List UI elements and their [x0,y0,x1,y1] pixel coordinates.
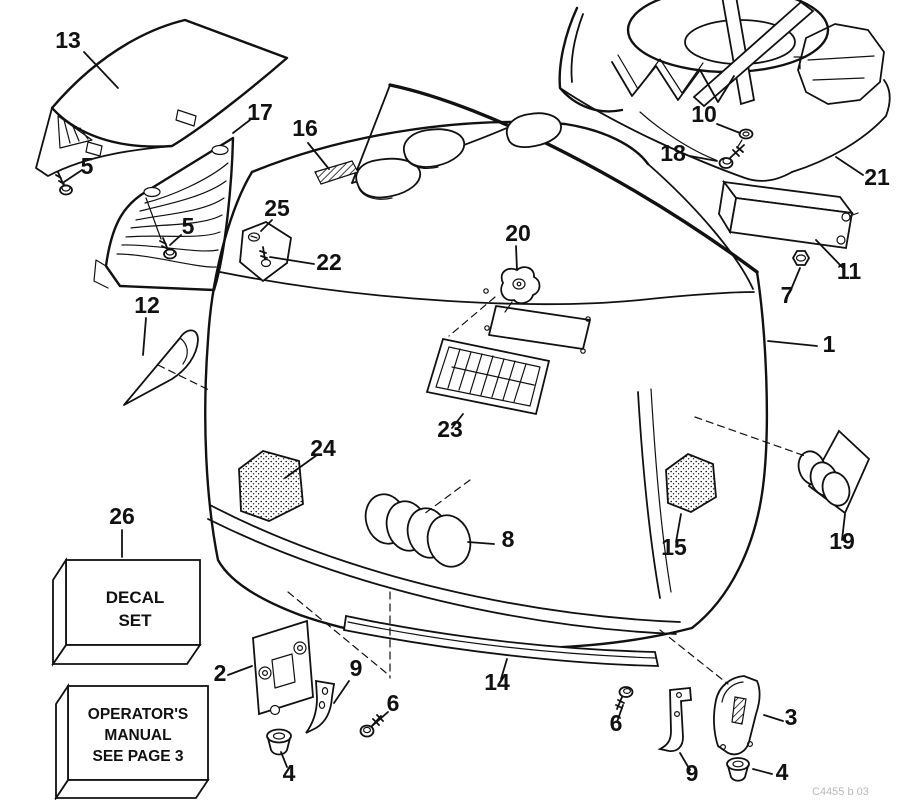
operators-manual-box: OPERATOR'S MANUAL SEE PAGE 3 [54,683,210,800]
callout-14: 14 [484,669,510,695]
part-12-flap [123,329,199,406]
part-1-engine-cover [204,83,769,650]
manual-line1: OPERATOR'S [88,706,188,723]
part-20-latch [500,266,541,313]
callout-25: 25 [264,195,290,221]
part-14-trim-strip [342,614,660,667]
part-24-sound-patch [238,450,304,522]
callout-13: 13 [55,27,81,53]
callout-2: 2 [214,660,227,686]
part-2-bracket [252,619,314,716]
part-9-bracket-left [305,679,336,734]
callout-10: 10 [691,101,717,127]
part-9-bracket-right [657,687,692,752]
callout-16: 16 [292,115,318,141]
callout-17: 17 [247,99,273,125]
part-25-latch-plate [239,220,292,283]
callout-12: 12 [134,292,160,318]
callout-6-left: 6 [387,690,400,716]
part-15-sound-patch [665,452,717,513]
decal-set-box: DECAL SET [51,556,202,667]
decal-set-line1: DECAL [106,588,165,607]
callout-4-left: 4 [283,760,296,786]
callout-26: 26 [109,503,135,529]
part-11-bracket [718,179,859,250]
part-8-decal-circles [364,493,472,568]
part-17-grille [93,136,235,292]
callout-5-grille: 5 [182,213,195,239]
callout-numbers: 13 5 17 5 16 25 22 12 20 23 24 8 26 2 9 … [55,27,890,786]
callout-9-right: 9 [686,760,699,786]
part-13-top-cover [35,18,289,177]
part-6-screw-right [615,686,634,710]
callout-15: 15 [661,534,687,560]
part-10-screw [736,128,754,149]
part-4-grommet-left [266,728,292,756]
part-19-decal [797,429,871,515]
callout-3: 3 [785,704,798,730]
dashed-placement-lines [157,296,809,685]
part-3-plate [713,675,761,756]
callout-18: 18 [660,140,686,166]
callout-6-right: 6 [610,710,623,736]
callout-4-right: 4 [776,759,789,785]
manual-line2: MANUAL [104,727,171,744]
part-18-bolt [718,144,745,169]
part-23-vent [425,305,591,416]
callout-8: 8 [502,526,515,552]
callout-24: 24 [310,435,336,461]
callout-20: 20 [505,220,531,246]
part-5-bolt-left [55,171,73,196]
manual-line3: SEE PAGE 3 [92,748,183,765]
callout-5-top: 5 [81,153,94,179]
part-4-grommet-right [726,757,750,782]
callout-22: 22 [316,249,342,275]
decal-set-line2: SET [118,611,152,630]
callout-19: 19 [829,528,855,554]
part-7-nut [791,250,811,266]
callout-21: 21 [864,164,890,190]
part-21-engine-cover-assembly [558,0,891,182]
corner-drawing-code: C4455 b 03 [812,786,869,798]
part-5-bolt-grille [159,237,177,260]
callout-1: 1 [823,331,836,357]
callout-11: 11 [837,258,862,284]
callout-23: 23 [437,416,463,442]
leader-lines [63,51,864,775]
callout-7: 7 [781,282,794,308]
callout-9-left: 9 [350,655,363,681]
